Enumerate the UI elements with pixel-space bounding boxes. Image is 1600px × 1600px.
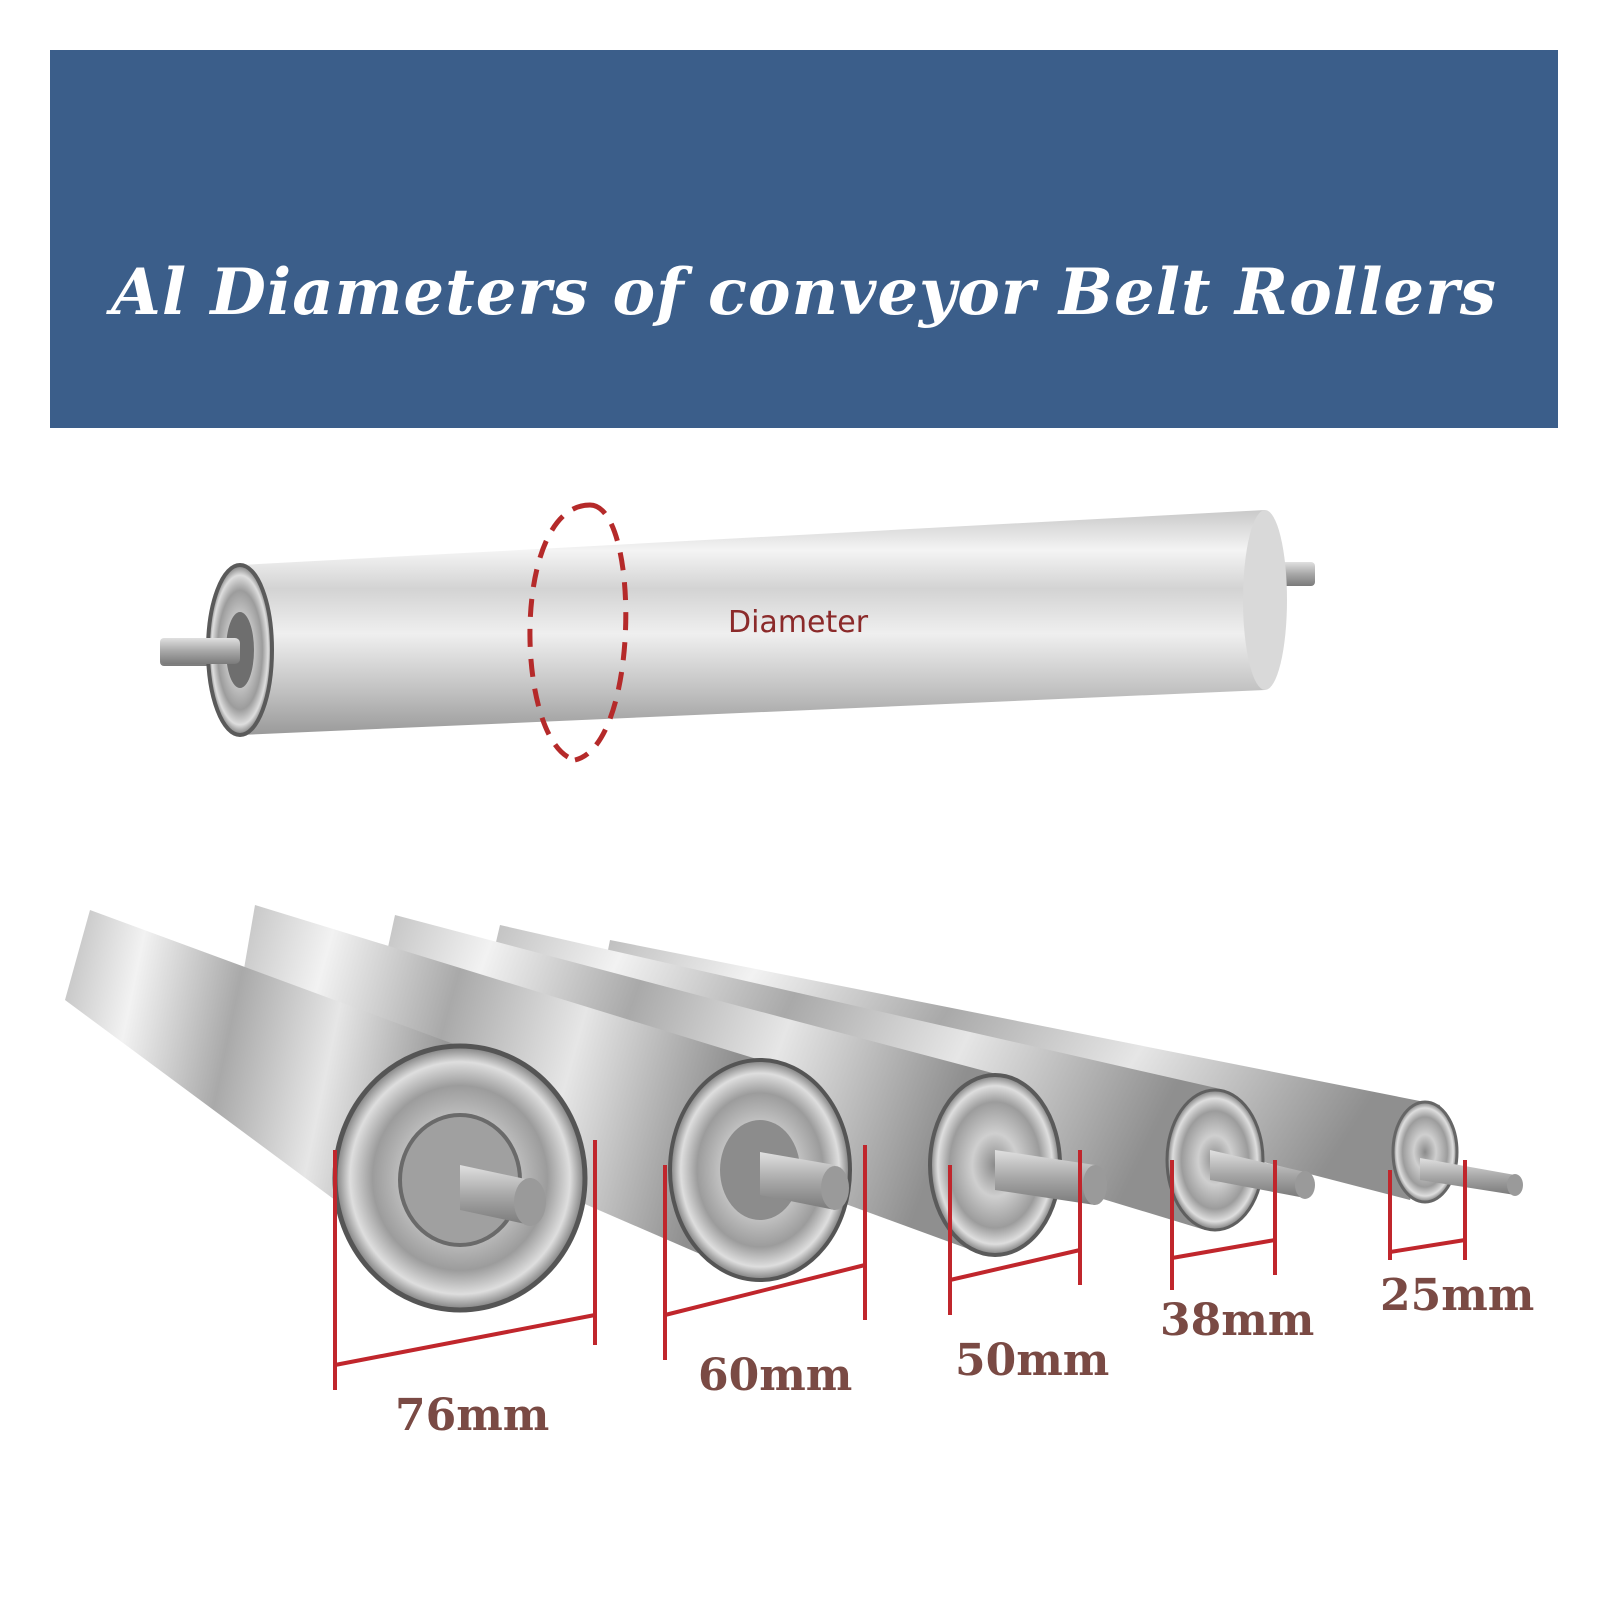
diameter-marker-back	[527, 502, 591, 763]
roller-axle	[1210, 1150, 1305, 1198]
roller-axle	[995, 1150, 1095, 1205]
roller-axle	[760, 1152, 835, 1210]
title-banner: Al Diameters of conveyor Belt Rollers	[50, 50, 1558, 428]
dimension-line-38mm	[1171, 1238, 1276, 1260]
axle-tip	[1083, 1165, 1107, 1205]
size-label-25mm: 25mm	[1380, 1270, 1534, 1321]
roller-set: 76mm 60mm 50mm 38mm 25mm	[65, 905, 1534, 1441]
size-label-76mm: 76mm	[395, 1390, 549, 1441]
roller-end-cap	[1391, 1100, 1459, 1204]
size-label-50mm: 50mm	[955, 1335, 1109, 1386]
axle-tip	[1295, 1171, 1315, 1199]
banner-title: Al Diameters of conveyor Belt Rollers	[111, 255, 1497, 330]
dimension-lines	[333, 1140, 1467, 1390]
dimension-line-60mm	[664, 1263, 866, 1317]
single-roller: Diameter	[160, 502, 1315, 763]
dimension-line-25mm	[1389, 1238, 1466, 1254]
diameter-marker-front	[574, 502, 629, 763]
dimension-line-50mm	[949, 1248, 1081, 1282]
diameter-label: Diameter	[728, 605, 869, 640]
dimension-line-76mm	[334, 1313, 596, 1367]
roller-far-end	[1243, 510, 1287, 690]
roller-axle	[160, 638, 240, 664]
axle-tip	[514, 1178, 546, 1226]
size-label-38mm: 38mm	[1160, 1295, 1314, 1346]
roller-axle	[460, 1165, 530, 1225]
roller-axle	[1420, 1158, 1515, 1195]
roller-tube	[240, 510, 1265, 735]
axle-tip	[1507, 1174, 1523, 1196]
size-label-60mm: 60mm	[698, 1350, 852, 1401]
roller-76mm	[65, 910, 588, 1313]
axle-tip	[821, 1166, 849, 1210]
